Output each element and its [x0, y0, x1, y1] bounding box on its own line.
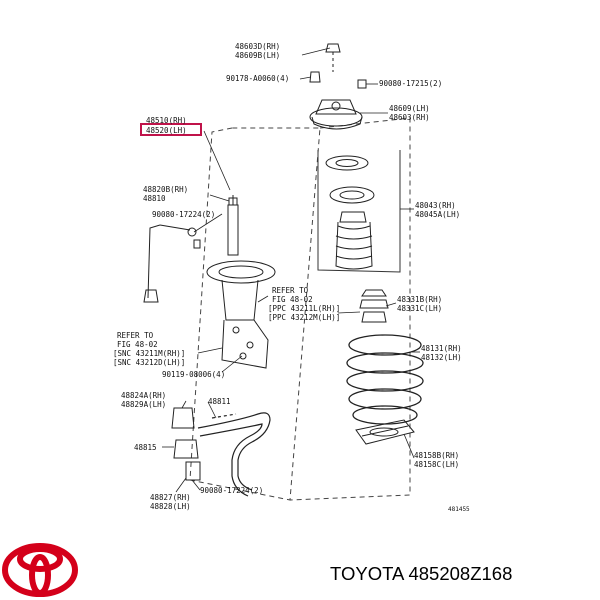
nut-top — [325, 43, 341, 53]
label-48132: 48132(LH) — [421, 353, 462, 362]
label-fig-48-02-2: FIG 48-02 — [117, 340, 158, 349]
label-48043: 48043(RH) — [415, 201, 456, 210]
label-48815: 48815 — [134, 443, 157, 452]
label-ppc-43211l: [PPC 43211L(RH)] — [268, 304, 341, 313]
leader-lines — [162, 47, 420, 493]
label-90080-17224-bottom: 90080-17224(2) — [200, 486, 264, 495]
label-48829a: 48829A(LH) — [121, 400, 167, 409]
bump-boot — [335, 211, 373, 270]
label-fig-48-02-1: FIG 48-02 — [272, 295, 313, 304]
label-48603: 48603(RH) — [389, 113, 430, 122]
boot-box — [317, 150, 401, 273]
bolt-right — [357, 79, 367, 89]
label-48158b: 48158B(RH) — [414, 451, 460, 460]
label-48045a: 48045A(LH) — [415, 210, 461, 219]
label-48603d: 48603D(RH) — [235, 42, 281, 51]
label-90080-17215: 90080-17215(2) — [379, 79, 443, 88]
label-48331c: 48331C(LH) — [397, 304, 443, 313]
strut — [206, 195, 276, 369]
label-48828: 48828(LH) — [150, 502, 191, 511]
label-48824a: 48824A(RH) — [121, 391, 167, 400]
label-48810: 48810 — [143, 194, 166, 203]
label-figure-code: 481455 — [448, 506, 470, 513]
label-48811: 48811 — [208, 397, 231, 406]
nut-left — [309, 71, 321, 83]
toyota-logo-icon — [2, 543, 78, 597]
stabilizer-bar — [197, 412, 271, 497]
label-48820b: 48820B(RH) — [143, 185, 189, 194]
bearing — [325, 155, 369, 171]
label-48609: 48609(LH) — [389, 104, 430, 113]
label-48520: 48520(LH) — [146, 126, 187, 135]
label-snc-43211m: [SNC 43211M(RH)] — [113, 349, 186, 358]
bushings — [171, 407, 201, 481]
label-ppc-43212m: [PPC 43212M(LH)] — [268, 313, 341, 322]
label-48131: 48131(RH) — [421, 344, 462, 353]
strut-dashed-frame — [189, 127, 321, 501]
label-48510: 48510(RH) — [146, 116, 187, 125]
label-48331b: 48331B(RH) — [397, 295, 443, 304]
part-number-caption: TOYOTA 485208Z168 — [330, 563, 513, 584]
spring-dashed-frame — [289, 117, 411, 501]
label-90119: 90119-08006(4) — [162, 370, 226, 379]
label-90178: 90178-A0060(4) — [226, 74, 290, 83]
upper-seat — [329, 186, 375, 204]
label-refer-to-2: REFER TO — [117, 331, 154, 340]
label-refer-to-1: REFER TO — [272, 286, 309, 295]
lower-insulator — [355, 419, 415, 445]
highlighted-part-box — [140, 123, 202, 136]
label-90080-17224-top: 90080-17224(2) — [152, 210, 216, 219]
label-48827: 48827(RH) — [150, 493, 191, 502]
label-48158c: 48158C(LH) — [414, 460, 460, 469]
stabilizer-link — [143, 224, 201, 303]
bump-stopper — [359, 289, 389, 323]
coil-spring — [346, 334, 424, 425]
label-snc-43212d: [SNC 43212D(LH)] — [113, 358, 186, 367]
label-48609b: 48609B(LH) — [235, 51, 281, 60]
